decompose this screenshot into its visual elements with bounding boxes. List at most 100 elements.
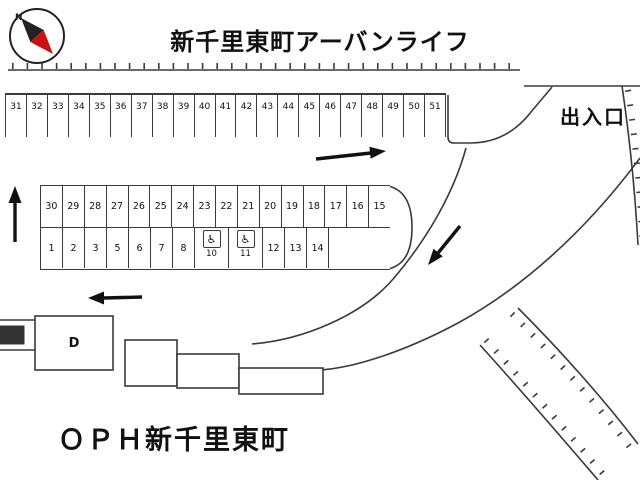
parking-stall-46: 46 bbox=[319, 95, 340, 137]
site-name-label: ＯＰＨ新千里東町 bbox=[58, 425, 290, 456]
parking-stall-3: 3 bbox=[85, 228, 107, 268]
stall-number: 49 bbox=[387, 102, 399, 112]
parking-stall-30: 30 bbox=[41, 186, 63, 227]
parking-stall-13: 13 bbox=[285, 228, 307, 268]
parking-stall-34: 34 bbox=[67, 95, 89, 137]
stall-number: 33 bbox=[52, 102, 64, 112]
stall-number: 37 bbox=[135, 102, 148, 112]
parking-stall-16: 16 bbox=[347, 186, 370, 227]
stall-number: 28 bbox=[89, 201, 102, 212]
parking-stall-11: ♿11 bbox=[229, 228, 263, 268]
entrance-label: 出入口 bbox=[560, 105, 626, 129]
stall-number: 1 bbox=[48, 242, 55, 254]
stall-number: 10 bbox=[206, 249, 217, 259]
building-outline bbox=[34, 315, 324, 395]
stall-number: 15 bbox=[373, 201, 386, 212]
stall-number: 44 bbox=[282, 102, 295, 112]
parking-stall-45: 45 bbox=[298, 95, 319, 137]
parking-stall-31: 31 bbox=[5, 95, 26, 137]
island-end-cap bbox=[389, 185, 413, 270]
parking-stall-29: 29 bbox=[63, 186, 85, 227]
parking-stall-25: 25 bbox=[150, 186, 173, 227]
left-structure-block bbox=[0, 325, 25, 345]
stall-number: 5 bbox=[114, 242, 121, 254]
parking-stall-12: 12 bbox=[263, 228, 285, 268]
parking-stall-47: 47 bbox=[340, 95, 361, 137]
stall-number: 30 bbox=[45, 201, 58, 212]
parking-stall-38: 38 bbox=[151, 95, 173, 137]
stall-number: 12 bbox=[267, 242, 280, 254]
stall-number: 39 bbox=[177, 102, 190, 112]
stall-number: 45 bbox=[303, 102, 316, 112]
parking-stall-5: 5 bbox=[107, 228, 129, 268]
parking-stall-23: 23 bbox=[194, 186, 216, 227]
parking-stall-35: 35 bbox=[88, 95, 110, 137]
parking-stall-26: 26 bbox=[129, 186, 151, 227]
parking-stall-17: 17 bbox=[325, 186, 348, 227]
parking-stall-33: 33 bbox=[46, 95, 68, 137]
stall-number: 31 bbox=[10, 102, 22, 112]
stall-number: 42 bbox=[240, 102, 253, 112]
stall-number: 17 bbox=[329, 201, 342, 212]
stall-number: 14 bbox=[311, 242, 324, 254]
stall-number: 27 bbox=[111, 201, 124, 212]
parking-stall-40: 40 bbox=[193, 95, 215, 137]
parking-stall-50: 50 bbox=[403, 95, 424, 137]
north-fence-line bbox=[8, 63, 520, 71]
stall-number: 3 bbox=[92, 242, 99, 254]
flow-arrow-left bbox=[88, 291, 143, 305]
stall-number: 38 bbox=[156, 102, 169, 112]
parking-stall-1: 1 bbox=[41, 228, 63, 268]
parking-stall-22: 22 bbox=[216, 186, 238, 227]
stall-number: 41 bbox=[219, 102, 232, 112]
parking-stall-18: 18 bbox=[304, 186, 326, 227]
stall-number: 26 bbox=[132, 201, 145, 212]
stall-number: 2 bbox=[70, 242, 77, 254]
stall-number: 20 bbox=[264, 201, 277, 212]
parking-stall-37: 37 bbox=[130, 95, 152, 137]
parking-stall-7: 7 bbox=[151, 228, 173, 268]
stall-number: 22 bbox=[220, 201, 233, 212]
stall-number: 18 bbox=[307, 201, 320, 212]
southwest-road-lines bbox=[251, 147, 640, 371]
entrance-road-lines bbox=[447, 85, 640, 144]
parking-stall-49: 49 bbox=[382, 95, 403, 137]
parking-stall-43: 43 bbox=[256, 95, 277, 137]
parking-stall-44: 44 bbox=[277, 95, 298, 137]
left-access-lines bbox=[0, 319, 35, 351]
flow-arrow-up bbox=[8, 186, 22, 242]
parking-stall-48: 48 bbox=[361, 95, 382, 137]
parking-stall-24: 24 bbox=[172, 186, 195, 227]
parking-stall-41: 41 bbox=[214, 95, 236, 137]
stall-number: 50 bbox=[408, 102, 420, 112]
parking-stall-15: 15 bbox=[369, 186, 390, 227]
stall-number: 25 bbox=[154, 201, 167, 212]
stall-number: 11 bbox=[240, 249, 251, 259]
stall-number: 7 bbox=[158, 242, 165, 254]
wheelchair-icon: ♿ bbox=[236, 230, 255, 248]
parking-stall-8: 8 bbox=[173, 228, 195, 268]
parking-stall-10: ♿10 bbox=[195, 228, 229, 268]
parking-stall-39: 39 bbox=[172, 95, 194, 137]
stall-number: 35 bbox=[94, 102, 106, 112]
parking-stall-14: 14 bbox=[307, 228, 329, 268]
parking-stall-51: 51 bbox=[424, 95, 447, 137]
parking-stall-20: 20 bbox=[260, 186, 282, 227]
stall-number: 36 bbox=[115, 102, 127, 112]
stall-number: 29 bbox=[67, 201, 80, 212]
stall-number: 13 bbox=[289, 242, 302, 254]
stall-number: 40 bbox=[198, 102, 211, 112]
parking-stall-2: 2 bbox=[63, 228, 85, 268]
stall-number: 48 bbox=[366, 102, 378, 112]
stall-number: 19 bbox=[286, 201, 299, 212]
parking-stall-36: 36 bbox=[109, 95, 131, 137]
parking-stall-28: 28 bbox=[85, 186, 107, 227]
stall-number: 47 bbox=[345, 102, 357, 112]
wheelchair-icon: ♿ bbox=[202, 230, 221, 248]
